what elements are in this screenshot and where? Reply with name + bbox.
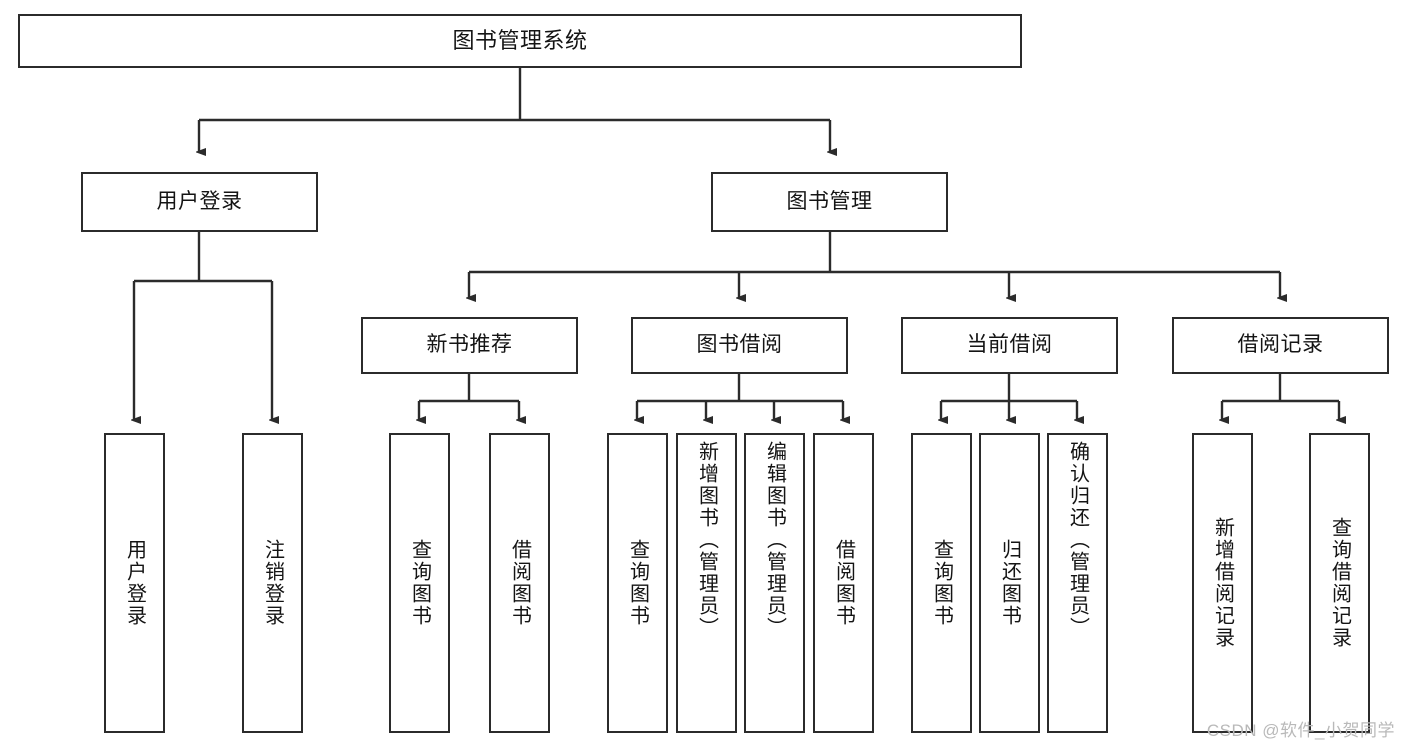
node-label: 新增借阅记录 xyxy=(1211,517,1234,649)
node-label: 确认归还（管理员） xyxy=(1066,441,1089,639)
node-leaf-logout[interactable]: 注销登录 xyxy=(242,433,303,733)
node-label: 新增图书（管理员） xyxy=(695,441,718,639)
node-label: 注销登录 xyxy=(261,539,284,627)
node-label: 编辑图书（管理员） xyxy=(763,441,786,639)
node-label: 图书借阅 xyxy=(696,333,783,357)
node-label: 图书管理系统 xyxy=(452,28,588,54)
node-label: 查询图书 xyxy=(930,539,953,627)
node-book-management[interactable]: 图书管理 xyxy=(711,172,948,232)
node-label: 用户登录 xyxy=(123,539,146,627)
node-label: 查询图书 xyxy=(626,539,649,627)
node-leaf-user-login[interactable]: 用户登录 xyxy=(104,433,165,733)
node-leaf-borrow-book-recommend[interactable]: 借阅图书 xyxy=(489,433,550,733)
node-borrow-record[interactable]: 借阅记录 xyxy=(1172,317,1389,374)
watermark-text: CSDN @软件_小贺同学 xyxy=(1206,721,1395,740)
node-leaf-query-book-recommend[interactable]: 查询图书 xyxy=(389,433,450,733)
node-label: 归还图书 xyxy=(998,539,1021,627)
node-leaf-borrow-book[interactable]: 借阅图书 xyxy=(813,433,874,733)
node-leaf-edit-book-admin[interactable]: 编辑图书（管理员） xyxy=(744,433,805,733)
node-leaf-add-book-admin[interactable]: 新增图书（管理员） xyxy=(676,433,737,733)
node-user-login[interactable]: 用户登录 xyxy=(81,172,318,232)
node-label: 用户登录 xyxy=(156,189,243,213)
node-leaf-query-book-borrow[interactable]: 查询图书 xyxy=(607,433,668,733)
node-leaf-add-borrow-record[interactable]: 新增借阅记录 xyxy=(1192,433,1253,733)
node-label: 查询借阅记录 xyxy=(1328,517,1351,649)
node-book-borrow[interactable]: 图书借阅 xyxy=(631,317,848,374)
node-label: 图书管理 xyxy=(786,189,873,213)
node-label: 借阅图书 xyxy=(508,539,531,627)
node-label: 新书推荐 xyxy=(426,333,513,357)
node-leaf-return-book[interactable]: 归还图书 xyxy=(979,433,1040,733)
node-new-book-recommend[interactable]: 新书推荐 xyxy=(361,317,578,374)
node-label: 查询图书 xyxy=(408,539,431,627)
node-label: 当前借阅 xyxy=(966,333,1053,357)
node-leaf-confirm-return-admin[interactable]: 确认归还（管理员） xyxy=(1047,433,1108,733)
node-leaf-query-book-current[interactable]: 查询图书 xyxy=(911,433,972,733)
node-label: 借阅图书 xyxy=(832,539,855,627)
node-current-borrow[interactable]: 当前借阅 xyxy=(901,317,1118,374)
node-label: 借阅记录 xyxy=(1237,333,1324,357)
node-root-book-management-system[interactable]: 图书管理系统 xyxy=(18,14,1022,68)
node-leaf-query-borrow-record[interactable]: 查询借阅记录 xyxy=(1309,433,1370,733)
